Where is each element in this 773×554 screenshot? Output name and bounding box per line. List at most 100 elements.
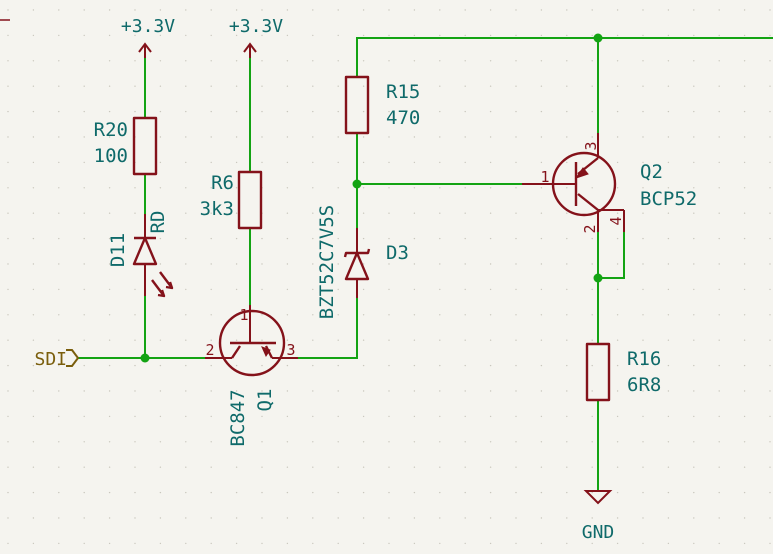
grid-dot: [489, 288, 492, 291]
grid-dot: [83, 263, 85, 265]
grid-dot: [388, 491, 390, 494]
grid-dot: [312, 542, 314, 545]
grid-dot: [210, 390, 212, 392]
grid-dot: [159, 364, 162, 367]
grid-dot: [667, 364, 670, 367]
grid-dot: [235, 390, 238, 392]
r16-reference: R16: [627, 348, 661, 370]
r16-value: 6R8: [627, 374, 661, 396]
grid-dot: [489, 9, 492, 11]
grid-dot: [693, 60, 695, 62]
grid-dot: [566, 187, 568, 189]
grid-dot: [540, 491, 543, 494]
grid-dot: [413, 466, 416, 468]
resistor-r6-body: [237, 170, 263, 230]
grid-dot: [362, 161, 365, 164]
power-symbol-vcc-left[interactable]: +3.3V: [121, 16, 175, 58]
q1-arrow-icon: [261, 346, 271, 358]
grid-dot: [769, 212, 771, 214]
grid-dot: [32, 415, 35, 418]
grid-dot: [7, 263, 9, 265]
grid-dot: [439, 415, 441, 418]
junction-q2-base: [352, 179, 362, 189]
grid-dot: [489, 237, 492, 240]
grid-dot: [769, 339, 771, 341]
grid-dot: [642, 517, 644, 519]
grid-dot: [261, 136, 263, 138]
grid-dot: [616, 34, 619, 37]
led-emission-arrows-icon: [151, 271, 174, 298]
grid-dot: [286, 9, 289, 11]
resistor-r15[interactable]: R15 470: [344, 75, 420, 135]
grid-dot: [642, 288, 644, 291]
grid-dot: [388, 339, 390, 341]
grid-dot: [566, 85, 568, 87]
grid-dot: [159, 441, 162, 443]
grid-dot: [362, 136, 365, 138]
grid-dot: [134, 60, 136, 62]
grid-dot: [210, 466, 212, 468]
power-symbol-gnd[interactable]: GND: [582, 490, 615, 543]
grid-dot: [616, 161, 619, 164]
resistor-r16[interactable]: R16 6R8: [585, 342, 661, 402]
grid-dot: [642, 136, 644, 138]
grid-dot: [7, 517, 9, 519]
grid-dot: [515, 415, 517, 418]
grid-dot: [515, 314, 517, 316]
grid-dot: [108, 415, 111, 418]
grid-dot: [464, 364, 466, 367]
grid-dot: [566, 110, 568, 113]
grid-dot: [439, 212, 441, 214]
resistor-r20[interactable]: R20 100: [94, 116, 158, 176]
transistor-q1[interactable]: 1 2 3 BC847 Q1: [205, 305, 298, 447]
global-label-sdi[interactable]: SDI: [34, 349, 80, 370]
grid-dot: [693, 34, 695, 37]
grid-dot: [159, 339, 162, 341]
grid-dot: [464, 314, 466, 316]
grid-dot: [769, 415, 771, 418]
zener-diode-d3[interactable]: D3 BZT52C7V5S: [316, 205, 409, 319]
grid-dot: [439, 263, 441, 265]
r20-value: 100: [94, 145, 128, 167]
grid-dot: [108, 212, 111, 214]
grid-dot: [83, 34, 85, 37]
grid-dot: [540, 288, 543, 291]
grid-dot: [108, 364, 111, 367]
grid-dot: [7, 187, 9, 189]
grid-dot: [235, 34, 238, 37]
grid-dot: [464, 415, 466, 418]
grid-dot: [667, 491, 670, 494]
grid-dot: [693, 237, 695, 240]
grid-dot: [362, 9, 365, 11]
grid-dot: [32, 263, 35, 265]
grid-dot: [312, 60, 314, 62]
grid-dot: [388, 390, 390, 392]
grid-dot: [616, 314, 619, 316]
power-symbol-vcc-mid[interactable]: +3.3V: [229, 16, 283, 58]
grid-dot: [337, 110, 339, 113]
grid-dot: [210, 110, 212, 113]
resistor-r6[interactable]: R6 3k3: [200, 170, 263, 230]
grid-dot: [286, 314, 289, 316]
grid-dot: [337, 441, 339, 443]
net-label-gnd: GND: [582, 522, 615, 543]
grid-dot: [718, 517, 720, 519]
grid-dot: [235, 187, 238, 189]
q2-arrow-icon: [574, 167, 589, 179]
grid-dot: [489, 491, 492, 494]
grid-dot: [591, 60, 593, 62]
grid-dot: [642, 491, 644, 494]
transistor-q2[interactable]: 1 2 3 4 Q2 BCP52: [522, 133, 697, 234]
grid-dot: [616, 339, 619, 341]
grid-dot: [261, 491, 263, 494]
grid-dot: [743, 364, 746, 367]
grid-dot: [235, 364, 238, 367]
grid-dot: [159, 9, 162, 11]
grid-dot: [286, 85, 289, 87]
grid-dot: [693, 263, 695, 265]
q2-pin-number-1: 1: [540, 168, 549, 186]
grid-dot: [134, 390, 136, 392]
grid-dot: [540, 542, 543, 545]
led-d11[interactable]: D11 RD: [107, 211, 174, 298]
grid-dot: [58, 187, 60, 189]
